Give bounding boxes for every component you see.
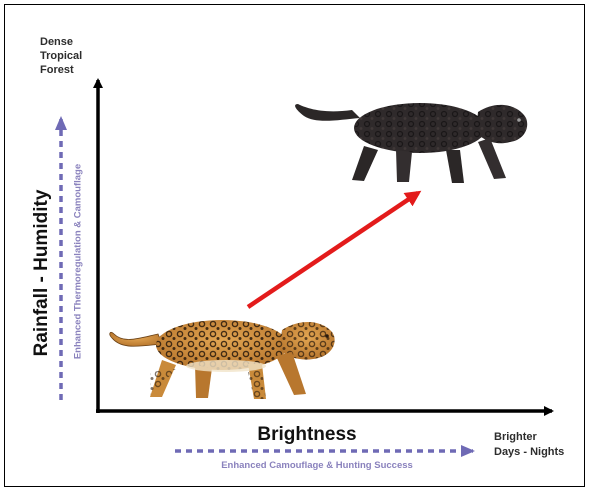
x-axis-subtitle: Enhanced Camouflage & Hunting Success: [182, 460, 452, 471]
melanistic-jaguar-image: [295, 103, 527, 183]
transition-arrow: [248, 193, 418, 307]
y-axis-title: Rainfall - Humidity: [31, 168, 53, 378]
spotted-jaguar-image: [110, 320, 335, 399]
dense-tropical-forest-label: Dense Tropical Forest: [40, 35, 100, 77]
y-axis-subtitle: Enhanced Thermoregulation & Camouflage: [73, 117, 84, 407]
brighter-days-nights-label: Brighter Days - Nights: [494, 430, 589, 460]
x-axis-title: Brightness: [212, 424, 402, 446]
